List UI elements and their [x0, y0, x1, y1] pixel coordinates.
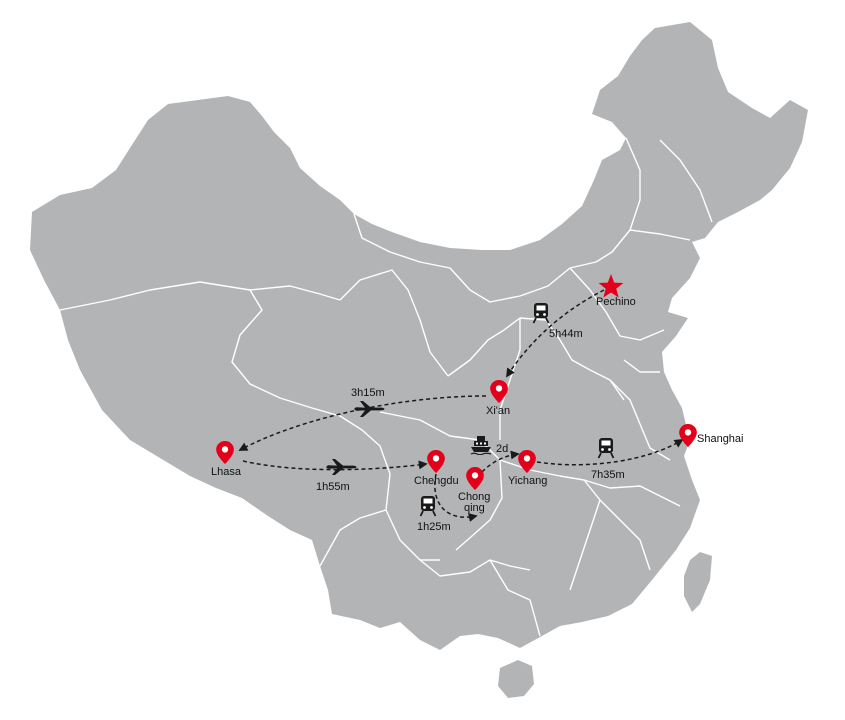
- hainan-island: [498, 660, 534, 698]
- border-tibet-qinghai: [231, 289, 341, 417]
- city-label-chengdu: Chengdu: [414, 475, 459, 487]
- border-qinghai-gansu: [339, 269, 449, 377]
- city-label-shanghai: Shanghai: [697, 433, 744, 445]
- border-gansu-inner-mongolia: [353, 213, 597, 303]
- city-labels: Pechino Xi'an Lhasa Chengdu Chong qing Y…: [211, 296, 744, 514]
- city-label-chongqing-line1: Chong: [458, 491, 490, 503]
- duration-labels: 5h44m 3h15m 1h55m 1h25m 2d 7h35m: [316, 328, 625, 533]
- duration-xian-lhasa: 3h15m: [351, 387, 385, 399]
- border-hunan-hubei: [499, 459, 601, 591]
- border-manchuria-1: [659, 139, 713, 223]
- border-guangxi-guangdong: [489, 559, 541, 637]
- route-chongqing-yichang: [481, 450, 520, 473]
- duration-chengdu-chongqing: 1h25m: [417, 521, 451, 533]
- route-yichang-shanghai: [536, 439, 684, 466]
- border-guizhou: [419, 559, 531, 577]
- city-label-xian: Xi'an: [486, 405, 510, 417]
- route-xian-lhasa: [238, 395, 487, 451]
- duration-pechino-xian: 5h44m: [549, 328, 583, 340]
- capital-star-icon: [598, 274, 624, 298]
- border-fujian: [599, 499, 651, 571]
- border-yunnan: [319, 509, 387, 567]
- duration-chongqing-yichang: 2d: [496, 443, 508, 455]
- route-chengdu-chongqing: [434, 473, 478, 522]
- city-label-lhasa: Lhasa: [211, 466, 242, 478]
- border-sichuan: [339, 415, 440, 561]
- border-tibet-xinjiang: [59, 281, 341, 311]
- city-label-yichang: Yichang: [508, 475, 547, 487]
- border-jiangxi-zhejiang: [583, 479, 681, 507]
- taiwan-island: [684, 552, 712, 612]
- travel-routes: [238, 289, 684, 522]
- route-pechino-xian: [506, 289, 605, 378]
- city-markers: [216, 274, 697, 490]
- border-manchuria-2: [629, 229, 691, 241]
- city-label-chongqing-line2: qing: [464, 502, 485, 514]
- border-inner-mongolia-north: [595, 137, 641, 263]
- china-landmass: [30, 22, 808, 698]
- city-label-pechino: Pechino: [596, 296, 636, 308]
- route-lhasa-chengdu: [242, 460, 428, 471]
- duration-yichang-shanghai: 7h35m: [591, 469, 625, 481]
- border-shandong: [623, 359, 660, 373]
- border-hebei: [569, 267, 665, 341]
- duration-lhasa-chengdu: 1h55m: [316, 481, 350, 493]
- mainland-shape: [30, 22, 808, 650]
